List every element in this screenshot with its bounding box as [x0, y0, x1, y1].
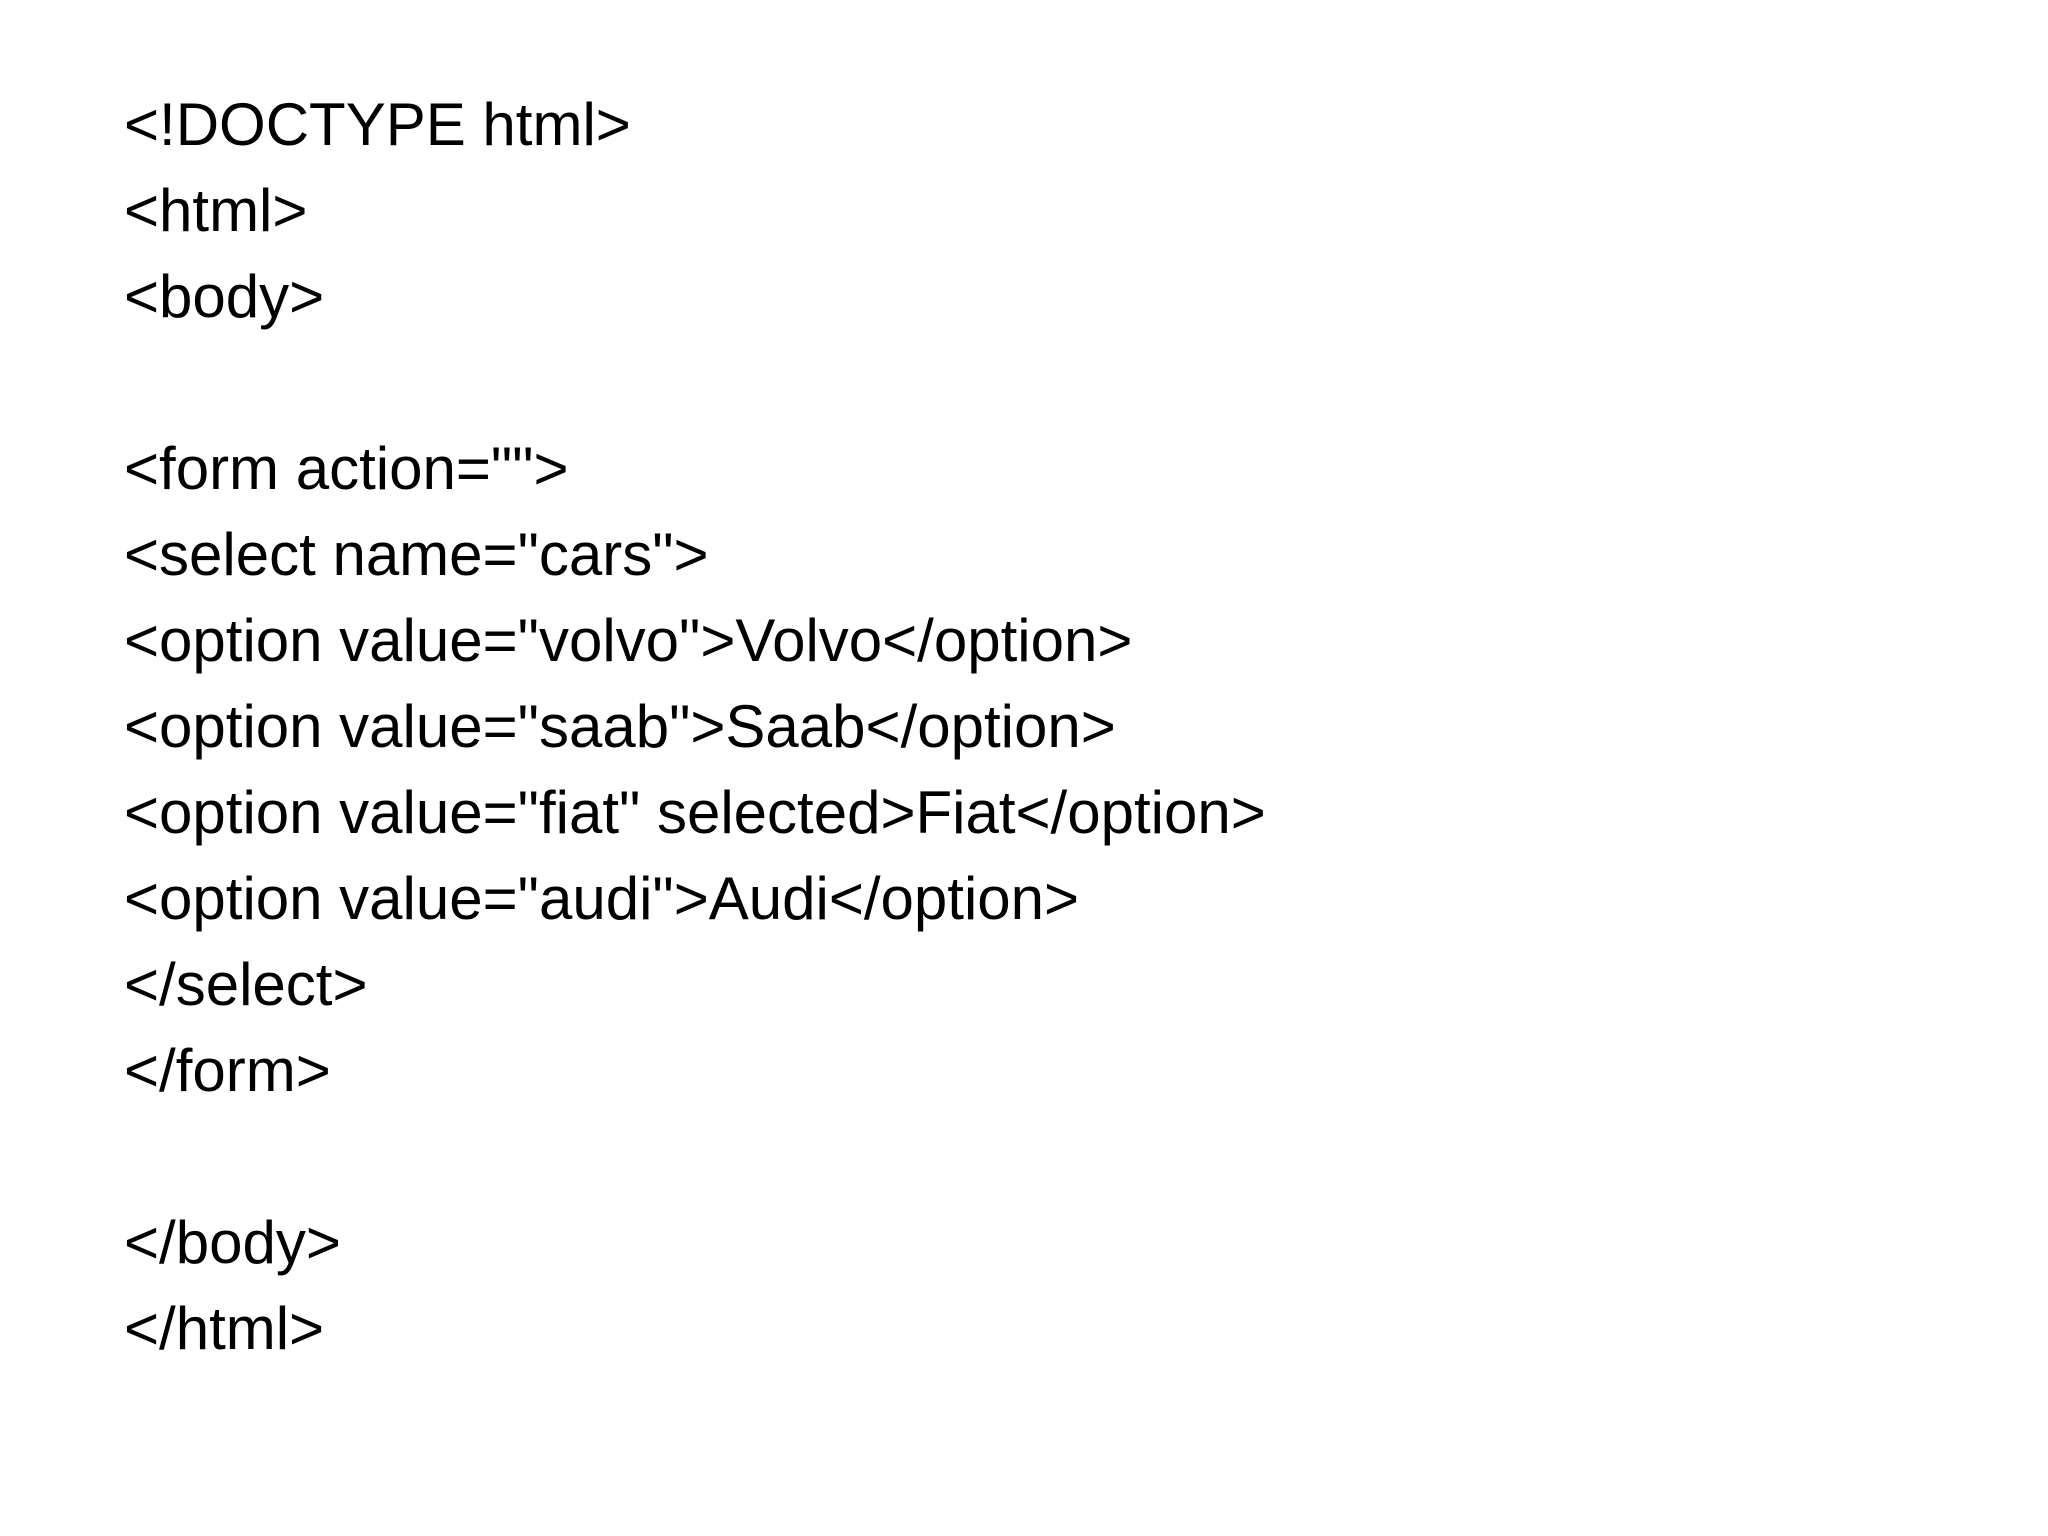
code-line-option-fiat: <option value="fiat" selected>Fiat</opti… [124, 779, 1266, 846]
code-line-select-open: <select name="cars"> [124, 521, 709, 588]
code-line-body-open: <body> [124, 263, 325, 330]
code-line-form-open: <form action=""> [124, 435, 569, 502]
code-line-option-volvo: <option value="volvo">Volvo</option> [124, 607, 1133, 674]
code-line-body-close: </body> [124, 1209, 341, 1276]
code-line-html-open: <html> [124, 177, 308, 244]
code-line-blank-2 [124, 1114, 1984, 1200]
code-line-doctype: <!DOCTYPE html> [124, 91, 631, 158]
code-line-select-close: </select> [124, 951, 368, 1018]
code-line-option-saab: <option value="saab">Saab</option> [124, 693, 1116, 760]
code-line-html-close: </html> [124, 1295, 325, 1362]
code-line-blank-1 [124, 340, 1984, 426]
code-listing: <!DOCTYPE html> <html> <body> <form acti… [124, 82, 1984, 1372]
code-line-option-audi: <option value="audi">Audi</option> [124, 865, 1080, 932]
code-line-form-close: </form> [124, 1037, 331, 1104]
